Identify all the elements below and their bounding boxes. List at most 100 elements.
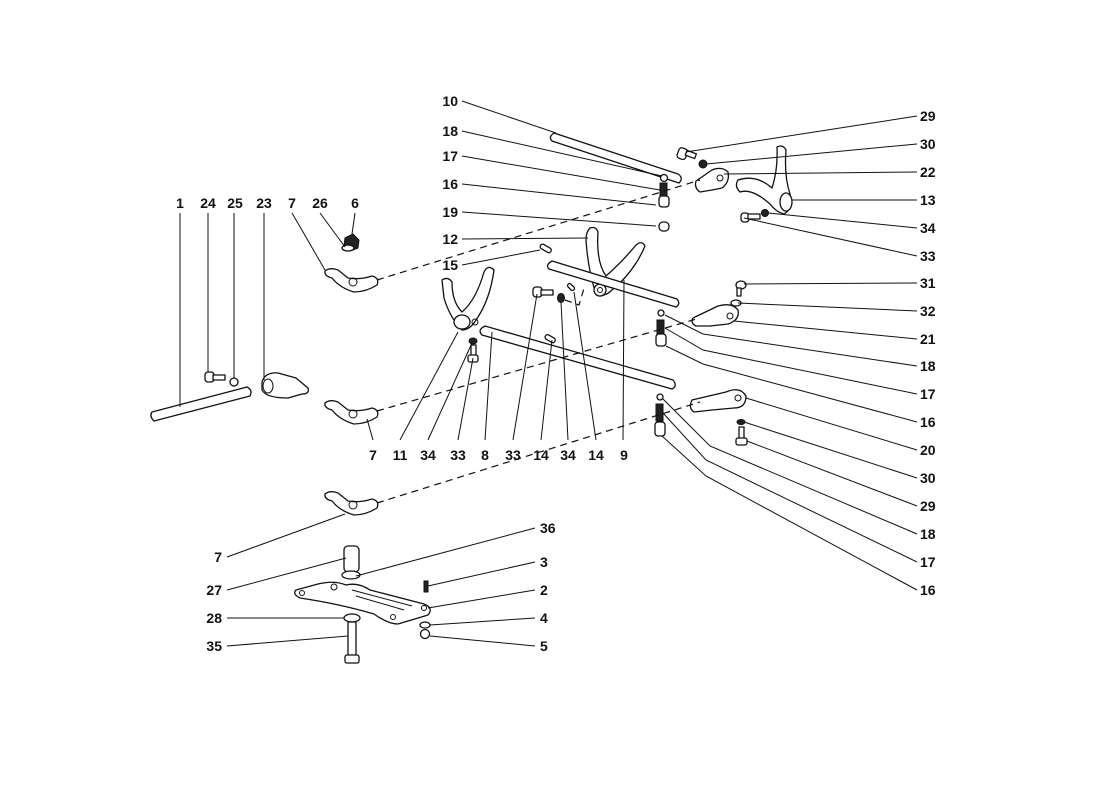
part-29-screw-upper: [676, 147, 698, 161]
label-10: 10: [442, 93, 458, 109]
part-23-selector-finger: [261, 372, 310, 399]
label-16: 16: [920, 414, 936, 430]
label-30: 30: [920, 136, 936, 152]
part-16-plunger-upper: [658, 195, 670, 208]
part-14-pin-left: [544, 334, 556, 344]
label-20: 20: [920, 442, 936, 458]
label-26: 26: [312, 195, 328, 211]
label-18: 18: [920, 526, 936, 542]
part-35-bolt: [344, 621, 360, 664]
part-11-fork: [441, 266, 495, 331]
part-10-rod: [549, 132, 682, 184]
label-7: 7: [214, 549, 222, 565]
label-1: 1: [176, 195, 184, 211]
part-34-washer-left: [468, 337, 478, 345]
part-25-nut: [229, 377, 239, 387]
label-17: 17: [442, 148, 458, 164]
label-2: 2: [540, 582, 548, 598]
label-29: 29: [920, 498, 936, 514]
part-1-rod: [150, 386, 252, 422]
part-17-spring-lower: [655, 403, 664, 422]
label-24: 24: [200, 195, 216, 211]
label-21: 21: [920, 331, 936, 347]
part-8-rod: [479, 325, 676, 390]
label-18: 18: [920, 358, 936, 374]
label-6: 6: [351, 195, 359, 211]
part-31-screw: [735, 280, 747, 297]
label-33: 33: [505, 447, 521, 463]
part-14-pin-right: [566, 282, 576, 292]
label-11: 11: [393, 447, 408, 463]
label-33: 33: [920, 248, 936, 264]
label-30: 30: [920, 470, 936, 486]
label-35: 35: [206, 638, 222, 654]
part-28-washer: [343, 613, 361, 623]
part-34-washer-upper: [761, 209, 769, 217]
part-16-plunger-lower: [654, 421, 666, 437]
part-5-nut: [419, 628, 431, 640]
part-7-lever-middle: [324, 400, 379, 425]
part-36-washer: [341, 570, 361, 580]
part-13-fork: [735, 145, 793, 215]
part-29-screw-lower: [735, 426, 748, 446]
label-28: 28: [206, 610, 222, 626]
part-27-pivot-pin: [343, 545, 360, 573]
label-12: 12: [442, 231, 458, 247]
label-29: 29: [920, 108, 936, 124]
part-7-lever-upper: [324, 268, 379, 293]
label-14: 14: [533, 447, 549, 463]
label-32: 32: [920, 303, 936, 319]
part-4-washer: [419, 621, 431, 629]
label-19: 19: [442, 204, 458, 220]
part-16-plunger-middle: [655, 333, 667, 347]
part-labels: 10 18 17 16 19 12 15 29 30 22 13 34 33 3…: [176, 93, 936, 654]
assembly-line: [564, 284, 586, 306]
part-22-selector-dog: [694, 167, 730, 193]
label-9: 9: [620, 447, 628, 463]
label-13: 13: [920, 192, 936, 208]
part-33-screw-upper: [740, 212, 761, 223]
label-17: 17: [920, 554, 936, 570]
label-5: 5: [540, 638, 548, 654]
leader-lines: [179, 100, 918, 647]
part-34-washer-center: [557, 293, 565, 303]
part-9-rod: [546, 260, 680, 308]
part-18-ball-lower: [656, 393, 664, 401]
part-18-ball-upper: [659, 173, 669, 183]
label-15: 15: [442, 257, 458, 273]
part-7-lever-lower: [324, 491, 379, 516]
label-36: 36: [540, 520, 556, 536]
label-7: 7: [288, 195, 296, 211]
part-3-stud: [423, 580, 429, 593]
part-30-washer-lower: [736, 419, 746, 425]
label-34: 34: [560, 447, 576, 463]
label-22: 22: [920, 164, 936, 180]
label-17: 17: [920, 386, 936, 402]
part-15-pin: [539, 243, 552, 254]
part-24-screw: [204, 371, 226, 383]
label-27: 27: [206, 582, 222, 598]
part-19-bush: [658, 221, 670, 232]
label-8: 8: [481, 447, 489, 463]
label-3: 3: [540, 554, 548, 570]
assembly-dashed-lines: [376, 179, 701, 504]
parts-drawing: [150, 132, 793, 664]
label-34: 34: [420, 447, 436, 463]
label-14: 14: [588, 447, 604, 463]
label-25: 25: [227, 195, 243, 211]
label-23: 23: [256, 195, 272, 211]
part-20-selector-dog: [689, 389, 747, 413]
part-18-ball-middle: [657, 309, 665, 317]
label-7: 7: [369, 447, 377, 463]
label-16: 16: [920, 582, 936, 598]
label-33: 33: [450, 447, 466, 463]
part-30-washer-upper: [698, 159, 708, 169]
label-4: 4: [540, 610, 548, 626]
label-18: 18: [442, 123, 458, 139]
label-16: 16: [442, 176, 458, 192]
part-33-screw-center: [532, 286, 554, 298]
label-34: 34: [920, 220, 936, 236]
part-17-spring-middle: [656, 319, 665, 336]
part-21-selector-dog: [691, 304, 739, 327]
